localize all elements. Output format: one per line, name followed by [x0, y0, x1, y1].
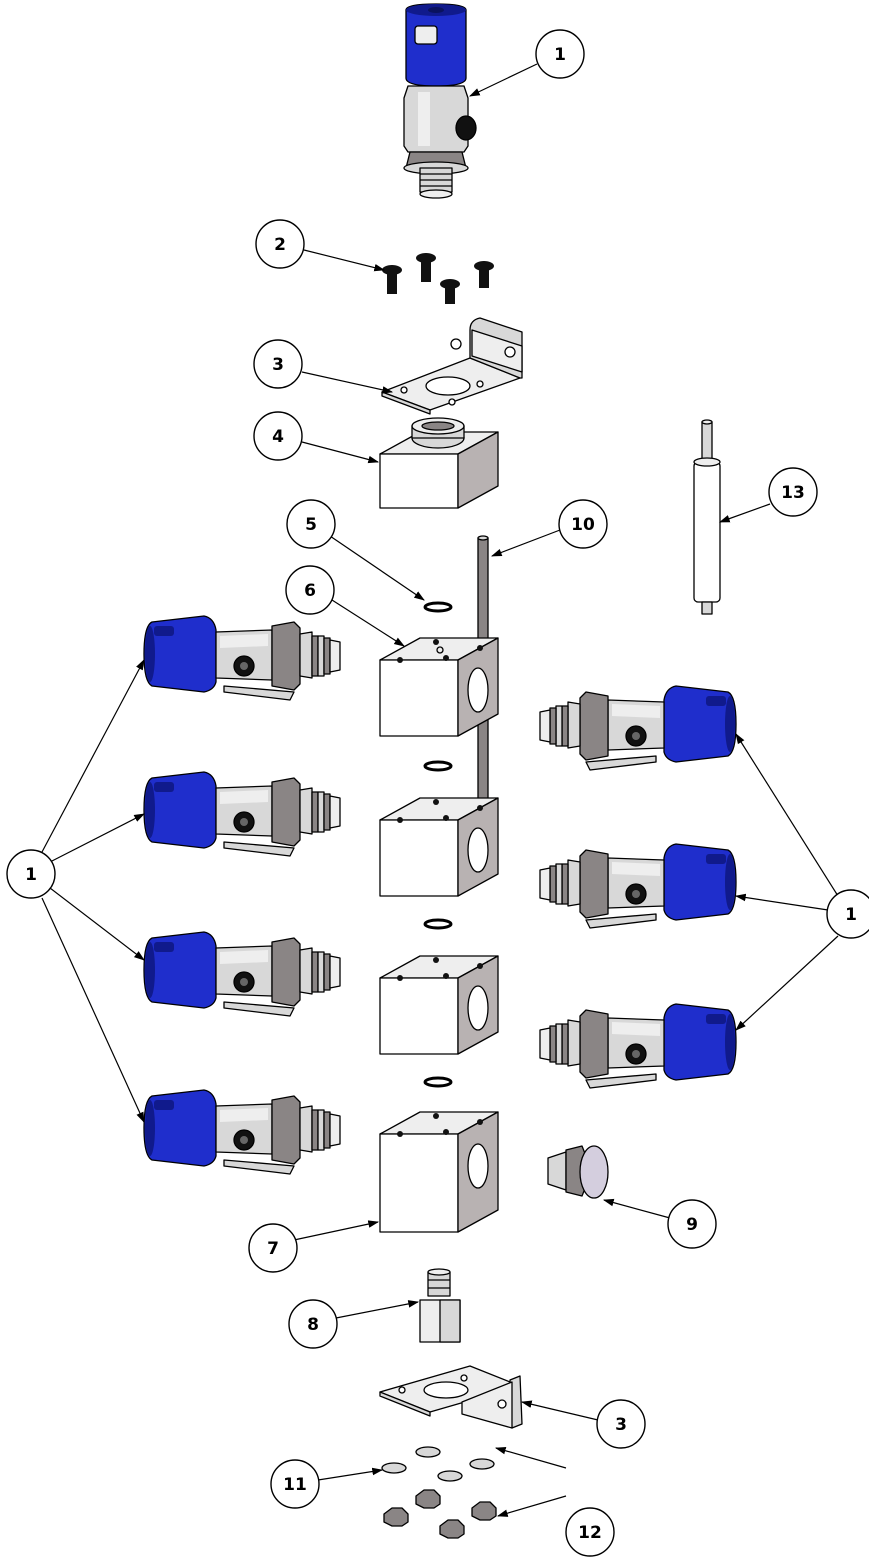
callout-1-right: 1: [826, 889, 869, 939]
svg-text:11: 11: [283, 1475, 307, 1495]
svg-text:7: 7: [267, 1239, 279, 1259]
bracket-bottom-part: [379, 1365, 523, 1429]
svg-text:4: 4: [272, 427, 284, 447]
callout-13: 13: [768, 467, 818, 517]
nuts-part: [383, 1489, 497, 1539]
callout-2: 2: [255, 219, 305, 269]
callout-12: 12: [565, 1507, 615, 1557]
top-valve-part: [403, 3, 477, 199]
fitting-part: [419, 1268, 461, 1343]
standoff-part: [693, 419, 721, 615]
callout-10: 10: [558, 499, 608, 549]
svg-text:1: 1: [845, 905, 857, 925]
callout-7: 7: [248, 1223, 298, 1273]
left-valves-part: [143, 615, 341, 1175]
callout-4: 4: [253, 411, 303, 461]
svg-text:2: 2: [274, 235, 286, 255]
svg-text:3: 3: [272, 355, 284, 375]
callout-9: 9: [667, 1199, 717, 1249]
svg-text:5: 5: [305, 515, 317, 535]
callout-3-bottom: 3: [596, 1399, 646, 1449]
svg-text:3: 3: [615, 1415, 627, 1435]
callout-11: 11: [270, 1459, 320, 1509]
svg-text:10: 10: [571, 515, 595, 535]
callout-1-top: 1: [535, 29, 585, 79]
washers-part: [381, 1446, 495, 1482]
manifold-block-3-part: [379, 955, 499, 1055]
plug-part: [547, 1145, 609, 1199]
svg-text:6: 6: [304, 581, 316, 601]
right-valves-part: [539, 685, 737, 1089]
bracket-top-part: [381, 317, 523, 415]
svg-text:13: 13: [781, 483, 805, 503]
top-block-part: [379, 417, 499, 509]
button-head-screws-part: [382, 253, 494, 304]
callout-6: 6: [285, 565, 335, 615]
callout-3-top: 3: [253, 339, 303, 389]
o-rings-part: [423, 601, 453, 1088]
svg-text:9: 9: [686, 1215, 698, 1235]
svg-text:12: 12: [578, 1523, 602, 1543]
bottom-manifold-block-part: [379, 1111, 499, 1233]
callout-8: 8: [288, 1299, 338, 1349]
leader-lines: [41, 63, 839, 1517]
callout-1-left: 1: [6, 849, 56, 899]
svg-text:1: 1: [554, 45, 566, 65]
svg-text:1: 1: [25, 865, 37, 885]
svg-text:8: 8: [307, 1315, 319, 1335]
manifold-block-1-part: [379, 637, 499, 737]
callout-5: 5: [286, 499, 336, 549]
manifold-block-2-part: [379, 797, 499, 897]
